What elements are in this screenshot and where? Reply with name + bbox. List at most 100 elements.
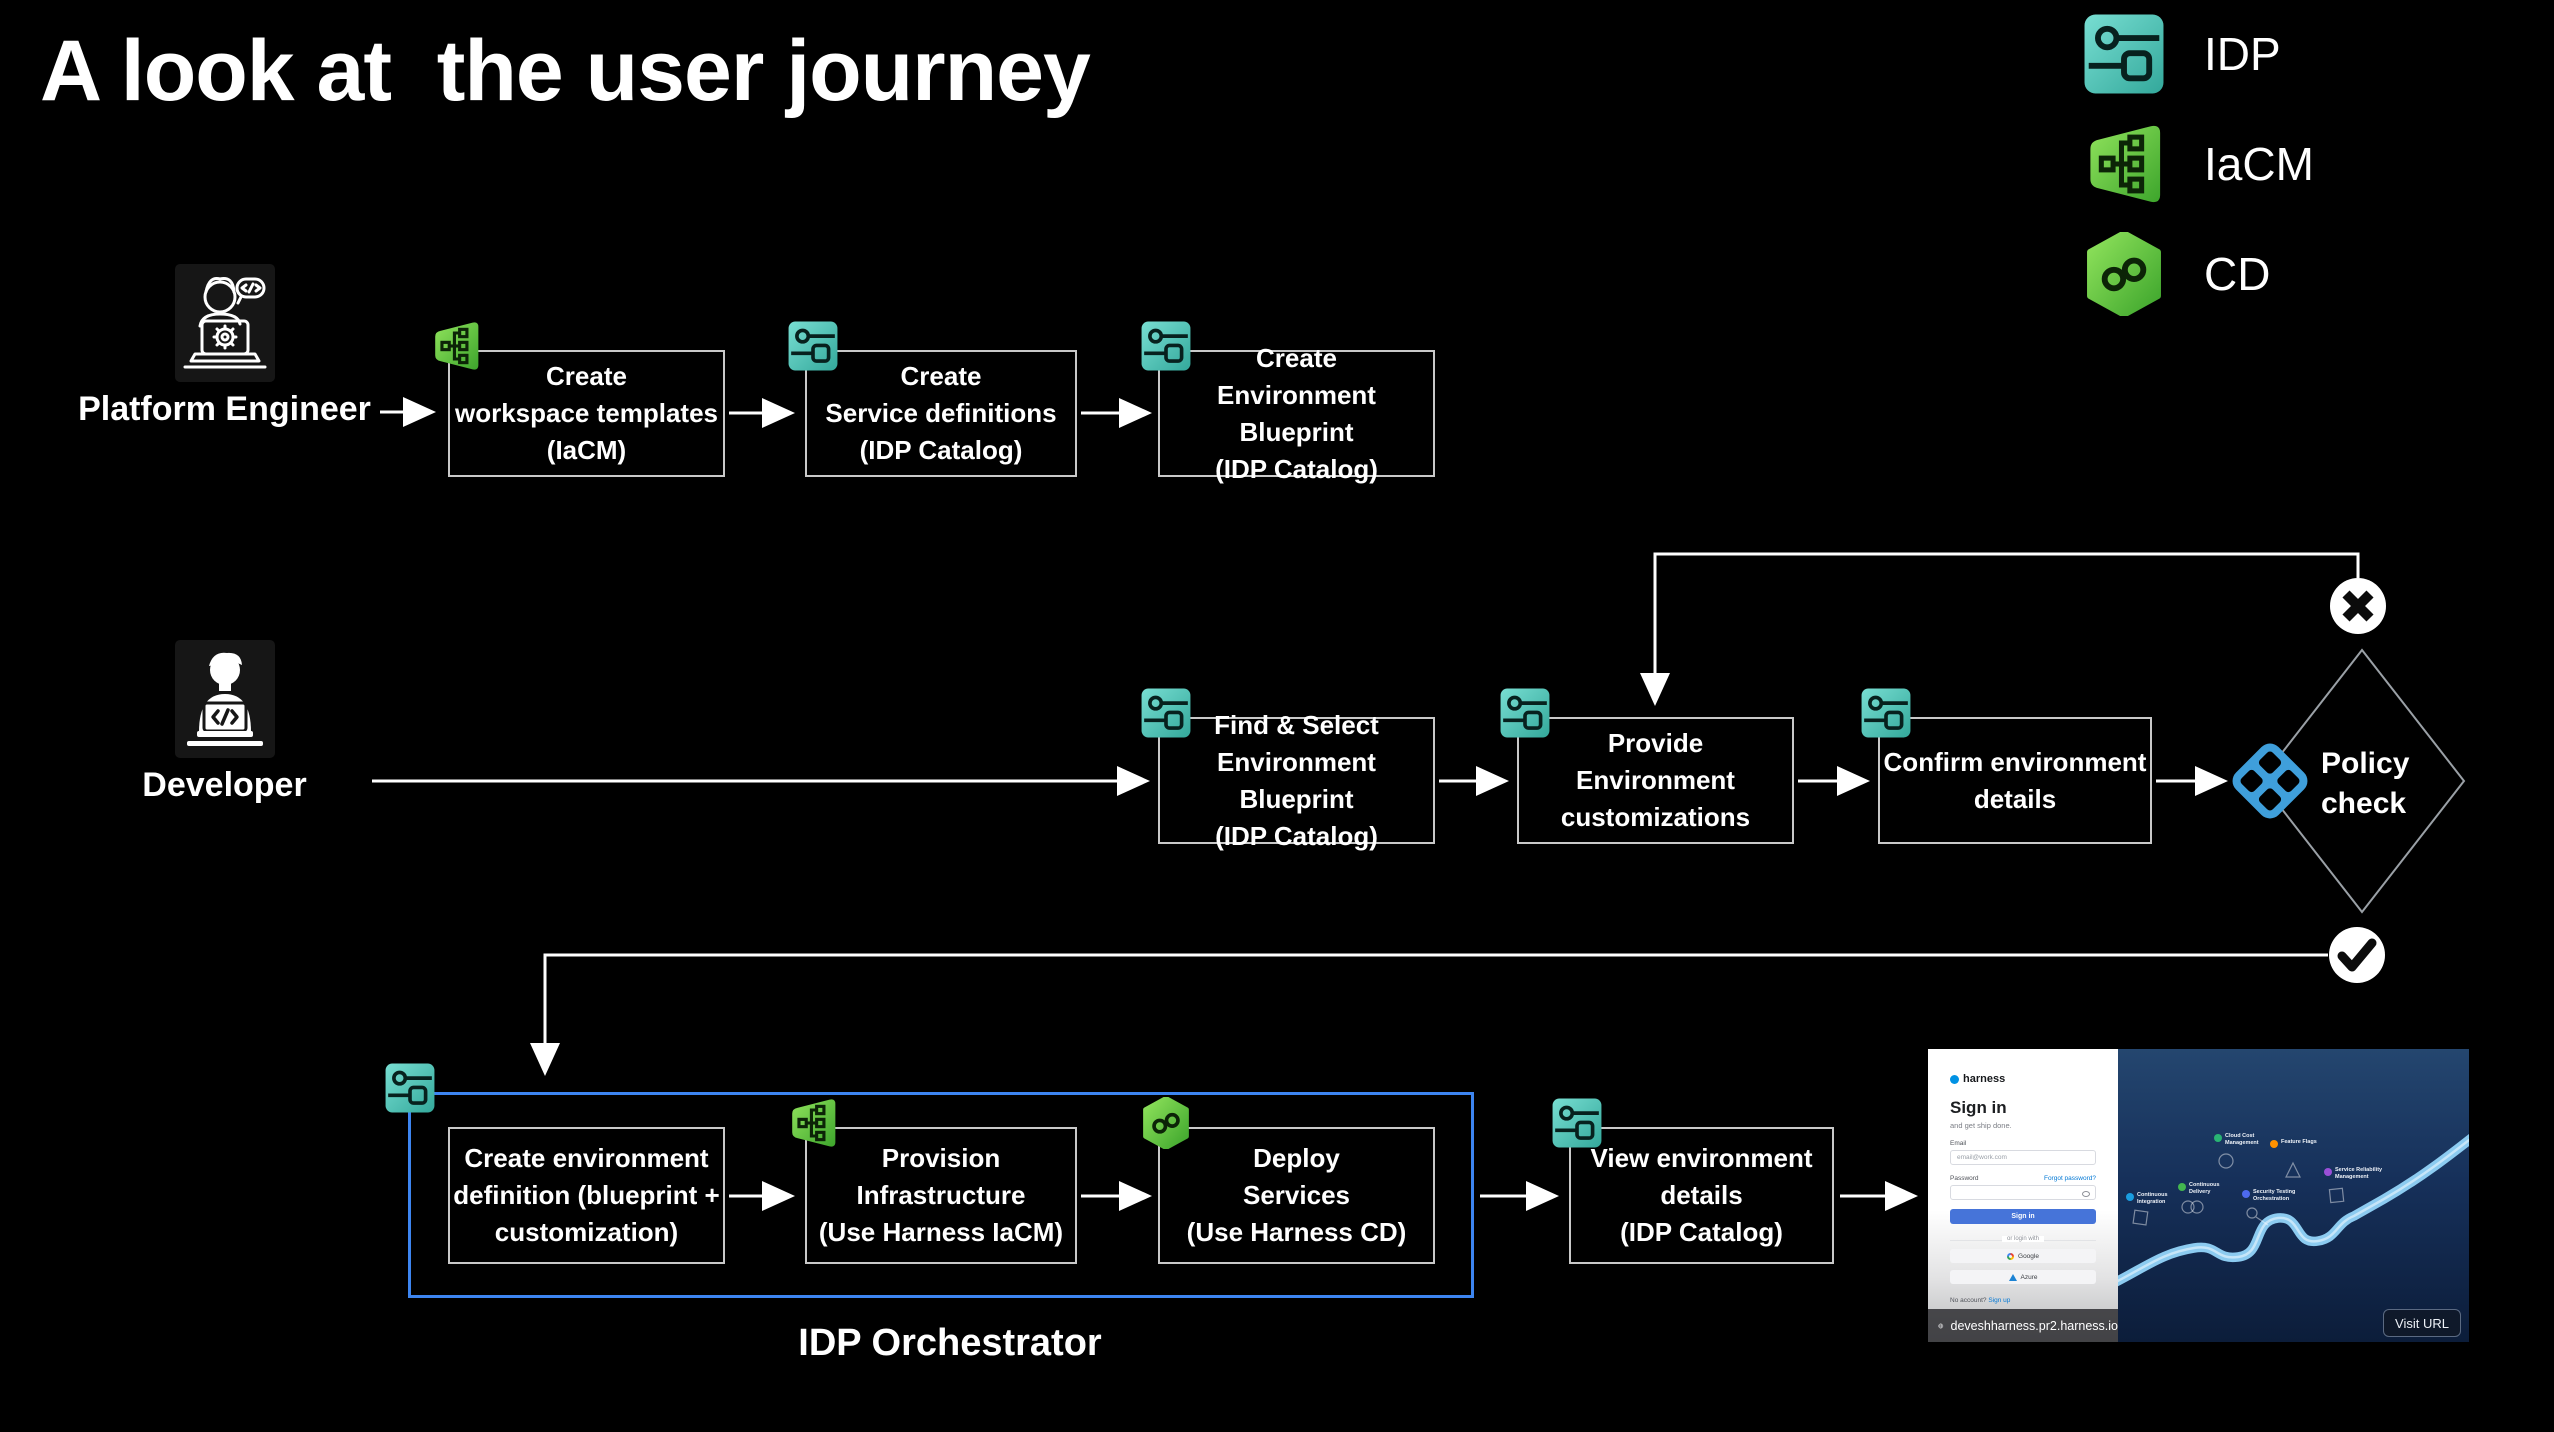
box-line: Environment	[1576, 765, 1735, 795]
policy-label-line: check	[2321, 787, 2407, 820]
module-dot	[2270, 1140, 2278, 1148]
box-line: (Use Harness IaCM)	[818, 1217, 1064, 1247]
url-bar: deveshharness.pr2.harness.io	[1928, 1309, 2118, 1342]
flow-box-deploy-services: Deploy Services (Use Harness CD)	[1158, 1127, 1435, 1264]
flow-box-provision-infrastructure: Provision Infrastructure (Use Harness Ia…	[805, 1127, 1077, 1264]
visit-url-button[interactable]: Visit URL	[2383, 1309, 2461, 1337]
box-line: (IDP Catalog)	[1215, 820, 1378, 851]
email-field[interactable]	[1950, 1150, 2096, 1165]
box-line: definition (blueprint +	[453, 1180, 720, 1210]
email-label: Email	[1950, 1140, 1967, 1147]
box-line: (Use Harness CD)	[1186, 1217, 1407, 1247]
azure-icon	[2008, 1273, 2017, 1281]
show-password-icon[interactable]	[2082, 1191, 2090, 1197]
idp-icon	[1551, 1097, 1603, 1149]
box-line: Environment Blueprint	[1217, 379, 1376, 447]
flow-box-create-environment-blueprint: Create Environment Blueprint (IDP Catalo…	[1158, 343, 1435, 484]
signup-link[interactable]: Sign up	[1988, 1297, 2011, 1304]
module-dot	[2214, 1134, 2222, 1142]
module-dot	[2242, 1190, 2250, 1198]
box-line: View environment	[1590, 1143, 1813, 1173]
module-ci: Continuous Integration	[2126, 1192, 2181, 1205]
email-input[interactable]	[1955, 1153, 2091, 1162]
flow-box-find-select-blueprint: Find & Select Environment Blueprint (IDP…	[1158, 710, 1435, 851]
password-input[interactable]	[1955, 1188, 2091, 1197]
box-line: customizations	[1560, 802, 1751, 832]
iacm-icon	[787, 1097, 839, 1149]
harness-logo: harness	[1950, 1073, 2096, 1085]
legend-item-cd: CD	[2082, 232, 2314, 316]
password-label: Password	[1950, 1175, 1979, 1182]
module-sto: Security Testing Orchestration	[2242, 1189, 2303, 1202]
box-line: Provision	[881, 1143, 1001, 1173]
legend-item-iacm: IaCM	[2082, 122, 2314, 206]
url-text: deveshharness.pr2.harness.io	[1950, 1318, 2118, 1333]
box-line: details	[1660, 1180, 1743, 1210]
idp-icon	[1140, 687, 1192, 739]
azure-label: Azure	[2020, 1273, 2038, 1281]
idp-icon	[1860, 687, 1912, 739]
box-line: workspace templates	[454, 398, 718, 428]
iacm-icon	[2082, 122, 2166, 206]
signin-panel: harness Sign in and get ship done. Email…	[1928, 1049, 2118, 1342]
module-ccm: Cloud Cost Management	[2214, 1133, 2273, 1146]
legend-label: IaCM	[2204, 138, 2314, 190]
actor-platform-engineer: Platform Engineer	[52, 264, 397, 429]
flow-box-create-environment-definition: Create environment definition (blueprint…	[448, 1127, 725, 1264]
flow-box-create-workspace-templates: Create workspace templates (IaCM)	[448, 350, 725, 477]
idp-orchestrator-container	[408, 1092, 1474, 1298]
module-dot	[2178, 1183, 2186, 1191]
box-line: details	[1973, 783, 2057, 814]
actor-developer: Developer	[52, 640, 397, 805]
policy-check-icon	[2232, 743, 2308, 819]
policy-fail-icon	[2330, 578, 2386, 634]
forgot-password-link[interactable]: Forgot password?	[2043, 1175, 2096, 1182]
box-line: (IDP Catalog)	[859, 435, 1023, 465]
legend-label: CD	[2204, 248, 2271, 300]
box-line: Create environment	[464, 1143, 709, 1173]
developer-icon	[174, 640, 275, 758]
oauth-divider: or login with	[1950, 1236, 2096, 1242]
module-dot	[2126, 1193, 2134, 1201]
journey-art-panel: Cloud Cost Management Feature Flags Cont…	[2118, 1049, 2469, 1342]
flow-box-create-service-definitions: Create Service definitions (IDP Catalog)	[805, 350, 1077, 477]
page-title: A look at the user journey	[40, 23, 1091, 119]
signin-heading: Sign in	[1950, 1098, 2007, 1117]
box-line: Deploy	[1253, 1143, 1340, 1173]
idp-orchestrator-label: IDP Orchestrator	[798, 1322, 1102, 1364]
box-line: Services	[1243, 1180, 1350, 1210]
policy-pass-icon	[2329, 927, 2385, 983]
no-account-text: No account? Sign up	[1950, 1297, 2011, 1304]
password-field[interactable]	[1950, 1185, 2096, 1200]
cd-icon	[1140, 1097, 1192, 1149]
box-line: Environment Blueprint	[1217, 746, 1376, 814]
legend: IDP IaCM CD	[2082, 12, 2314, 342]
signin-subheading: and get ship done.	[1950, 1121, 2012, 1130]
module-ff: Feature Flags	[2270, 1139, 2321, 1148]
box-line: (IDP Catalog)	[1215, 453, 1378, 484]
actor-label: Developer	[142, 766, 307, 804]
box-line: Service definitions	[825, 398, 1057, 428]
flow-box-confirm-environment-details: Confirm environment details	[1878, 717, 2152, 844]
idp-icon	[1499, 687, 1551, 739]
flow-box-provide-customizations: Provide Environment customizations	[1517, 717, 1794, 844]
google-icon	[2007, 1252, 2015, 1260]
cd-icon	[2082, 232, 2166, 316]
google-signin-button[interactable]: Google	[1950, 1249, 2096, 1263]
box-line: Confirm environment	[1883, 746, 2147, 777]
brand-name: harness	[1963, 1073, 2006, 1085]
module-dot	[2324, 1168, 2332, 1176]
policy-check-label: Policy check	[2321, 744, 2409, 824]
journey-road	[2118, 1134, 2469, 1287]
signin-button[interactable]: Sign in	[1950, 1209, 2096, 1224]
module-cd: Continuous Delivery	[2178, 1182, 2229, 1195]
legend-label: IDP	[2204, 28, 2281, 80]
google-label: Google	[2018, 1252, 2039, 1260]
azure-signin-button[interactable]: Azure	[1950, 1270, 2096, 1284]
globe-icon	[1938, 1323, 1944, 1328]
product-screenshot: harness Sign in and get ship done. Email…	[1928, 1049, 2469, 1342]
idp-icon	[2082, 12, 2166, 96]
box-line: Create	[546, 361, 627, 391]
legend-item-idp: IDP	[2082, 12, 2314, 96]
